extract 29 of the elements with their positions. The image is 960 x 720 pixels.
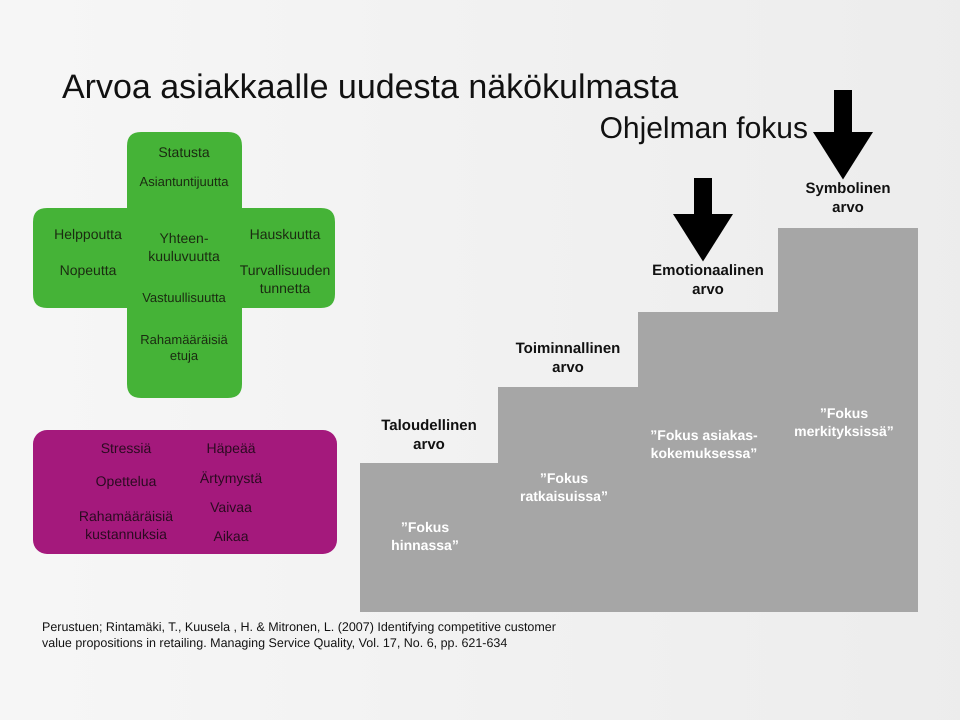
focus-text: ”Fokus asiakas- kokemuksessa” xyxy=(649,427,759,462)
cost-text: Stressiä xyxy=(100,440,152,458)
value-text: Vastuullisuutta xyxy=(141,290,227,306)
value-text: Asiantuntijuutta xyxy=(138,174,230,190)
step-heading: Symbolinen arvo xyxy=(804,180,892,218)
value-text: Turvallisuuden tunnetta xyxy=(238,262,332,297)
down-arrow xyxy=(813,90,873,180)
value-text: Rahamääräisiä etuja xyxy=(139,332,229,364)
source-note: Perustuen; Rintamäki, T., Kuusela , H. & Mitronen, L. (2007) Identifying competitive customer value propositions in retailing. Managing Service Quality, Vol. 17, No. 6, pp. 621-634 xyxy=(42,619,557,651)
cost-text: Vaivaa xyxy=(209,499,253,516)
slide-title: Arvoa asiakkaalle uudesta näkökulmasta xyxy=(62,68,678,107)
step-heading: Toiminnallinen arvo xyxy=(514,340,622,378)
focus-text: ”Fokus ratkaisuissa” xyxy=(519,470,609,505)
cost-text: Ärtymystä xyxy=(198,470,264,488)
focus-text: ”Fokus hinnassa” xyxy=(390,519,460,554)
cost-text: Rahamääräisiä kustannuksia xyxy=(78,508,174,543)
subtitle: Ohjelman fokus xyxy=(600,112,808,146)
focus-text: ”Fokus merkityksissä” xyxy=(793,405,895,440)
value-text: Hauskuutta xyxy=(248,226,322,244)
cost-text: Häpeää xyxy=(205,440,257,458)
value-text: Helppoutta xyxy=(53,226,123,244)
cost-text: Aikaa xyxy=(212,528,250,546)
cost-text: Opettelua xyxy=(94,473,158,490)
step-heading: Taloudellinen arvo xyxy=(380,417,478,454)
value-text: Statusta xyxy=(157,144,211,162)
step-heading: Emotionaalinen arvo xyxy=(651,262,765,300)
value-text: Nopeutta xyxy=(58,262,118,280)
value-text: Yhteen- kuuluvuutta xyxy=(147,230,221,265)
down-arrow xyxy=(673,178,733,262)
